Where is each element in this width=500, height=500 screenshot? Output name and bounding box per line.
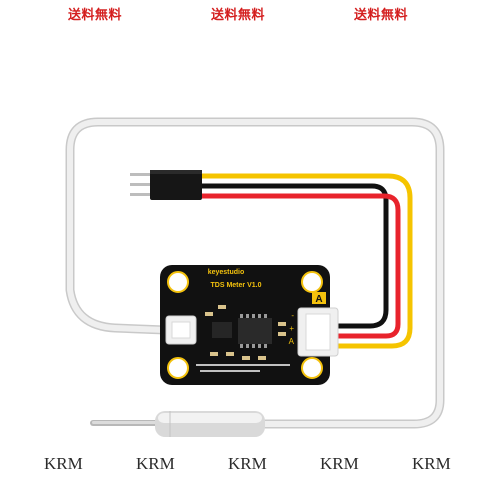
watermark-row: KRM KRM KRM KRM KRM	[0, 454, 500, 478]
free-shipping-label: 送料無料	[354, 8, 409, 23]
probe-cable	[65, 117, 445, 429]
watermark-label: KRM	[320, 454, 359, 473]
pin-label: +	[289, 324, 294, 333]
connector-mark: A	[315, 294, 322, 305]
watermark-label: KRM	[412, 454, 451, 473]
board-model: TDS Meter V1.0	[211, 282, 262, 289]
free-shipping-label: 送料無料	[211, 8, 266, 23]
probe-head	[90, 411, 265, 437]
free-shipping-banner: 送料無料 送料無料 送料無料	[0, 4, 500, 26]
jumper-wires	[197, 173, 413, 349]
dupont-pins	[130, 170, 202, 200]
watermark-label: KRM	[136, 454, 175, 473]
free-shipping-label: 送料無料	[68, 8, 123, 23]
watermark-label: KRM	[44, 454, 83, 473]
pin-label: A	[289, 337, 295, 346]
tds-meter-board: A - + A keyestudio TDS Meter V1.0	[160, 265, 339, 385]
watermark-label: KRM	[228, 454, 267, 473]
board-brand: keyestudio	[208, 269, 245, 276]
pin-label: -	[291, 311, 294, 320]
